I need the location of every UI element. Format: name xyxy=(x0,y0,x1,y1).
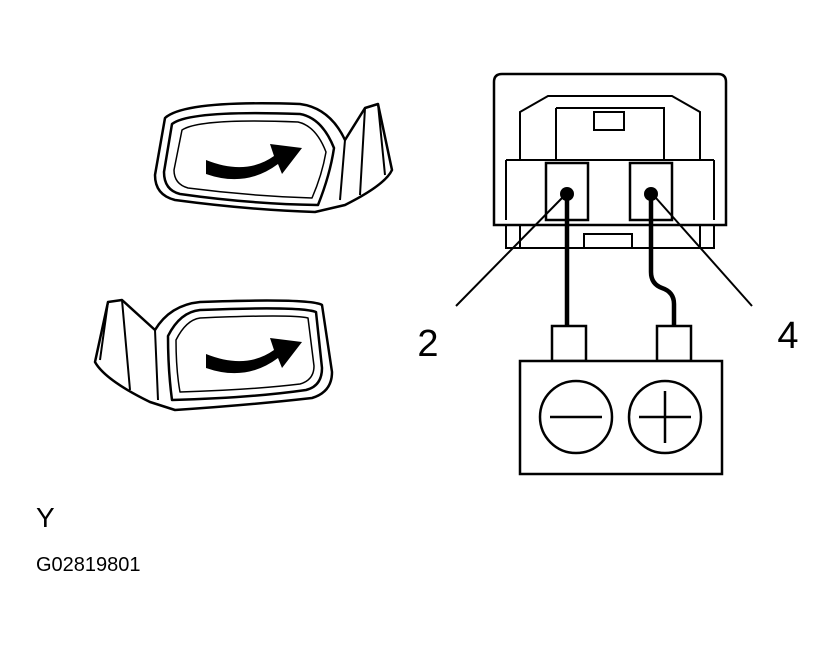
battery-positive-terminal-icon xyxy=(627,379,703,455)
leader-line-pin-2 xyxy=(455,197,563,307)
leader-line-pin-4 xyxy=(655,197,753,307)
arrow-upper-icon xyxy=(206,144,302,180)
connector xyxy=(492,72,728,249)
wire-positive xyxy=(648,194,677,328)
mirror-upper-icon xyxy=(153,102,394,214)
mirror-lower-icon xyxy=(93,298,334,412)
figure-code: G02819801 xyxy=(36,554,141,576)
battery xyxy=(518,324,724,476)
view-label: Y xyxy=(36,502,55,533)
pin-2-label: 2 xyxy=(417,323,438,365)
arrow-lower-icon xyxy=(206,338,302,374)
battery-negative-terminal-icon xyxy=(538,379,614,455)
pin-4-label: 4 xyxy=(777,315,798,357)
